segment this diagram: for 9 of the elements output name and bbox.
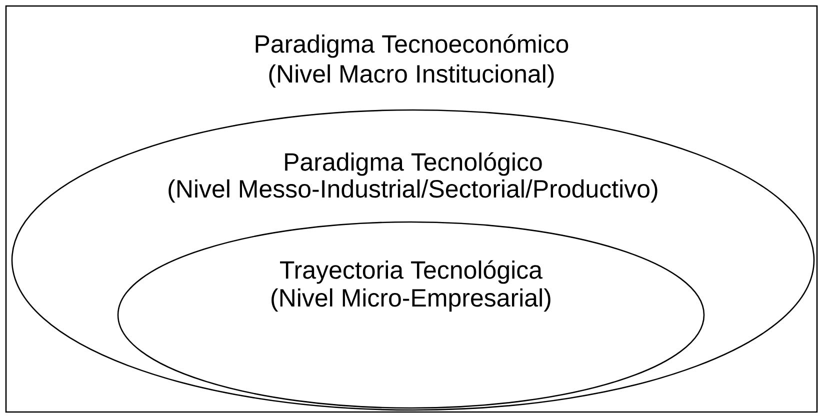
label-text: Trayectoria Tecnológica — [280, 260, 543, 284]
label-text: Paradigma Tecnológico — [285, 152, 542, 176]
label-text: (Nivel Micro-Empresarial) — [272, 288, 550, 312]
frame-box — [5, 5, 818, 413]
label-text: (Nivel Messo-Industrial/Sectorial/Productivo) — [168, 179, 658, 203]
ellipse-shape — [117, 221, 705, 409]
label-text: Paradigma Tecnoeconómico — [256, 34, 568, 58]
ellipse-shape — [11, 109, 815, 411]
label-text: (Nivel Macro Institucional) — [269, 64, 554, 88]
